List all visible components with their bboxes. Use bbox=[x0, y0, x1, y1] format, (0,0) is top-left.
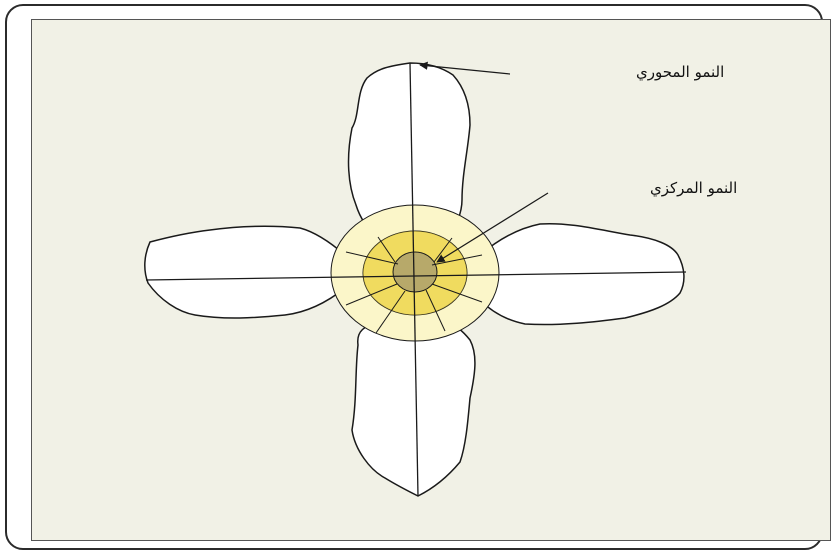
left-lobe bbox=[145, 226, 345, 318]
center-disk bbox=[393, 252, 437, 292]
central-growth-label: النمو المركزي bbox=[650, 179, 737, 198]
axial-growth-label: النمو المحوري bbox=[636, 63, 724, 82]
